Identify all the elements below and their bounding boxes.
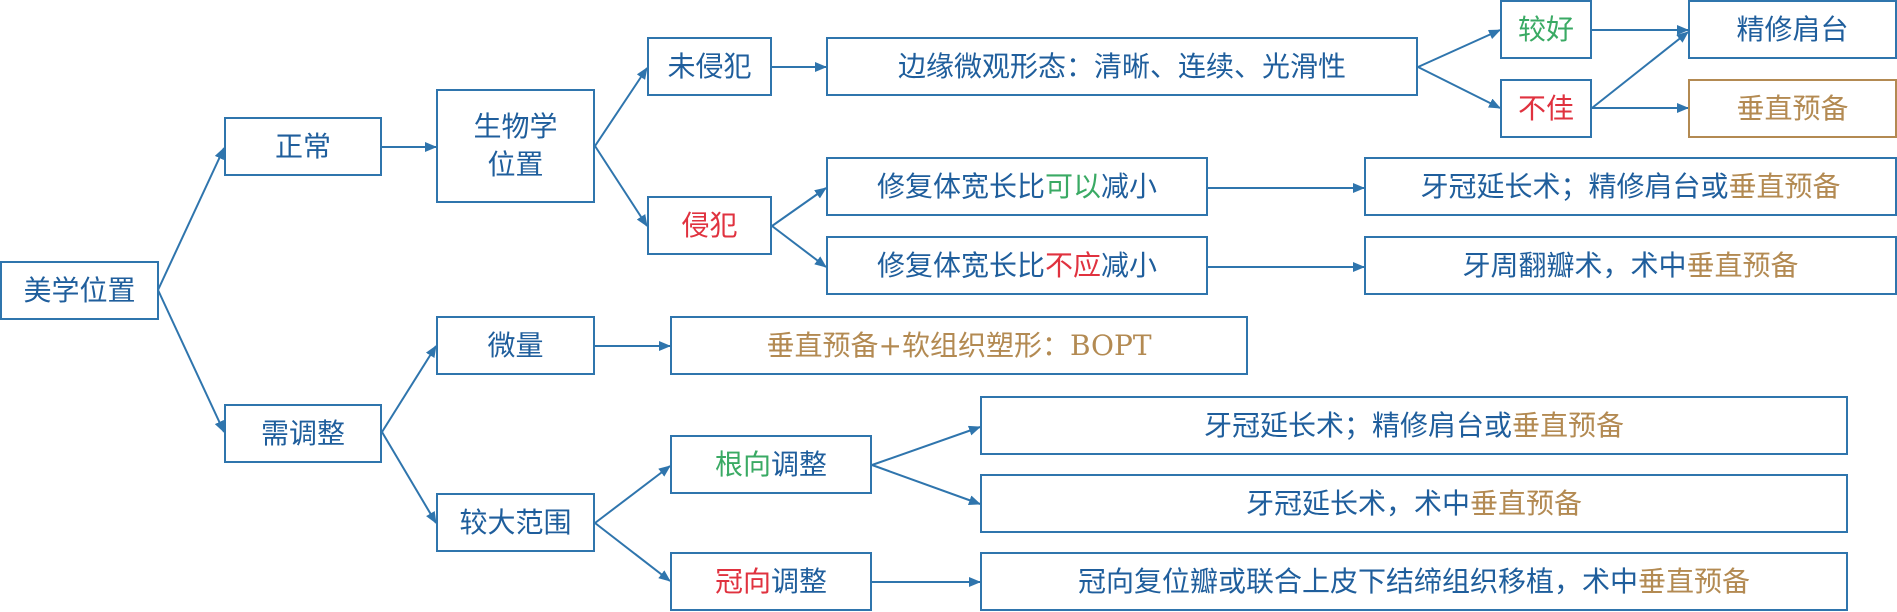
node-crown-lengthening-2: 牙冠延长术；精修肩台或垂直预备 (980, 396, 1848, 455)
node-text: 垂直预备 (1736, 90, 1848, 128)
node-text: 不佳 (1518, 90, 1574, 128)
node-text: 牙冠延长术，术中垂直预备 (1246, 485, 1582, 523)
node-invaded: 侵犯 (647, 196, 772, 255)
node-slight: 微量 (436, 316, 595, 375)
node-text: 冠向调整 (715, 563, 827, 601)
arrow-bio-notinvaded (594, 67, 648, 147)
node-poor: 不佳 (1500, 79, 1592, 138)
node-text: 较好 (1518, 11, 1574, 49)
node-biological-position: 生物学位置 (436, 89, 595, 203)
node-vertical-prep: 垂直预备 (1688, 79, 1897, 138)
node-text-segment: 垂直预备 (1470, 486, 1583, 520)
node-text: 牙周翻瓣术，术中垂直预备 (1462, 247, 1798, 285)
node-text-segment: 正常 (274, 129, 331, 163)
node-text: 边缘微观形态：清晰、连续、光滑性 (898, 48, 1346, 86)
arrow-bio-invaded (594, 145, 648, 227)
node-text-segment: 精修肩台 (1736, 12, 1849, 46)
node-text-segment: 垂直预备 (1638, 564, 1751, 598)
node-text: 冠向复位瓣或联合上皮下结缔组织移植，术中垂直预备 (1078, 563, 1750, 601)
node-text: 修复体宽长比可以减小 (877, 168, 1157, 206)
node-text-segment: 未侵犯 (667, 49, 752, 83)
node-text-segment: 较大范围 (459, 505, 572, 539)
node-coronal-adjust: 冠向调整 (670, 552, 872, 611)
arrow-apical-result1 (871, 425, 981, 466)
node-not-invaded: 未侵犯 (647, 37, 772, 96)
node-ratio-can-reduce: 修复体宽长比可以减小 (826, 157, 1208, 216)
arrow-aesthetic-normal (157, 147, 225, 291)
node-text: 生物学位置 (473, 108, 557, 184)
node-text-segment: 减小 (1101, 248, 1158, 282)
node-text: 牙冠延长术；精修肩台或垂直预备 (1204, 407, 1624, 445)
node-text-segment: 可以 (1044, 169, 1101, 203)
node-text: 根向调整 (715, 446, 827, 484)
node-text: 需调整 (261, 415, 345, 453)
node-text-segment: 美学位置 (23, 273, 136, 307)
node-text: 微量 (487, 327, 543, 365)
node-text-segment: 边缘微观形态：清晰、连续、光滑性 (897, 49, 1346, 83)
node-text-segment: 减小 (1101, 169, 1158, 203)
node-text-segment: 不应 (1044, 248, 1101, 282)
node-text-segment: 需调整 (260, 416, 345, 450)
node-aesthetic-position: 美学位置 (0, 261, 159, 320)
node-good: 较好 (1500, 0, 1592, 59)
node-large-range: 较大范围 (436, 493, 595, 552)
arrow-margin-good (1417, 29, 1501, 68)
node-text-segment: 修复体宽长比 (876, 248, 1045, 282)
node-vertical-bopt: 垂直预备+软组织塑形：BOPT (670, 316, 1248, 375)
node-text-segment: 牙冠延长术，术中 (1245, 486, 1470, 520)
arrow-apical-result2 (871, 464, 981, 505)
node-needs-adjustment: 需调整 (224, 404, 382, 463)
node-refined-shoulder: 精修肩台 (1688, 0, 1897, 59)
arrow-margin-poor (1417, 66, 1501, 109)
node-margin-morphology: 边缘微观形态：清晰、连续、光滑性 (826, 37, 1418, 96)
node-text-segment: 微量 (487, 328, 544, 362)
node-ratio-should-not-reduce: 修复体宽长比不应减小 (826, 236, 1208, 295)
node-text-segment: 垂直预备 (1736, 91, 1849, 125)
node-text-segment: 位置 (487, 148, 544, 181)
node-text-segment: 调整 (771, 564, 828, 598)
node-text-segment: 侵犯 (681, 208, 738, 242)
node-text: 精修肩台 (1736, 11, 1848, 49)
node-text-segment: 垂直预备 (1686, 248, 1799, 282)
arrow-large-apical (594, 465, 671, 524)
arrow-adjust-slight (381, 345, 437, 433)
node-text-segment: 冠向复位瓣或联合上皮下结缔组织移植，术中 (1077, 564, 1638, 598)
node-text-segment: 垂直预备 (1512, 408, 1625, 442)
node-text-segment: 修复体宽长比 (876, 169, 1045, 203)
node-apical-adjust: 根向调整 (670, 435, 872, 494)
node-text: 美学位置 (23, 272, 135, 310)
arrow-invaded-ratio2 (771, 225, 827, 268)
node-periodontal-flap: 牙周翻瓣术，术中垂直预备 (1364, 236, 1897, 295)
node-text-segment: 较好 (1517, 12, 1574, 46)
node-text: 较大范围 (459, 504, 571, 542)
arrow-poor-shoulder (1591, 31, 1689, 109)
arrow-invaded-ratio1 (771, 187, 827, 227)
node-text-segment: 生物学 (473, 110, 558, 144)
node-text: 修复体宽长比不应减小 (877, 247, 1157, 285)
arrow-large-coronal (594, 522, 671, 582)
node-crown-lengthening-1: 牙冠延长术；精修肩台或垂直预备 (1364, 157, 1897, 216)
node-coronal-flap: 冠向复位瓣或联合上皮下结缔组织移植，术中垂直预备 (980, 552, 1848, 611)
node-text-segment: 垂直预备 (1728, 169, 1841, 203)
node-text-segment: 根向 (714, 447, 771, 481)
node-crown-lengthening-3: 牙冠延长术，术中垂直预备 (980, 474, 1848, 533)
node-text-segment: 不佳 (1517, 91, 1574, 125)
node-text: 正常 (275, 128, 331, 166)
arrow-aesthetic-adjust (157, 289, 225, 433)
node-text: 牙冠延长术；精修肩台或垂直预备 (1420, 168, 1840, 206)
arrow-adjust-large (381, 431, 437, 524)
node-text-segment: 调整 (771, 447, 828, 481)
node-text-segment: 垂直预备+软组织塑形：BOPT (766, 328, 1152, 362)
node-text-segment: 牙冠延长术；精修肩台或 (1420, 169, 1729, 203)
node-text: 未侵犯 (667, 48, 751, 86)
node-text-segment: 冠向 (714, 564, 771, 598)
node-text: 垂直预备+软组织塑形：BOPT (766, 327, 1151, 365)
node-text-segment: 牙冠延长术；精修肩台或 (1203, 408, 1512, 442)
node-normal: 正常 (224, 117, 382, 176)
node-text: 侵犯 (681, 207, 737, 245)
node-text-segment: 牙周翻瓣术，术中 (1462, 248, 1687, 282)
